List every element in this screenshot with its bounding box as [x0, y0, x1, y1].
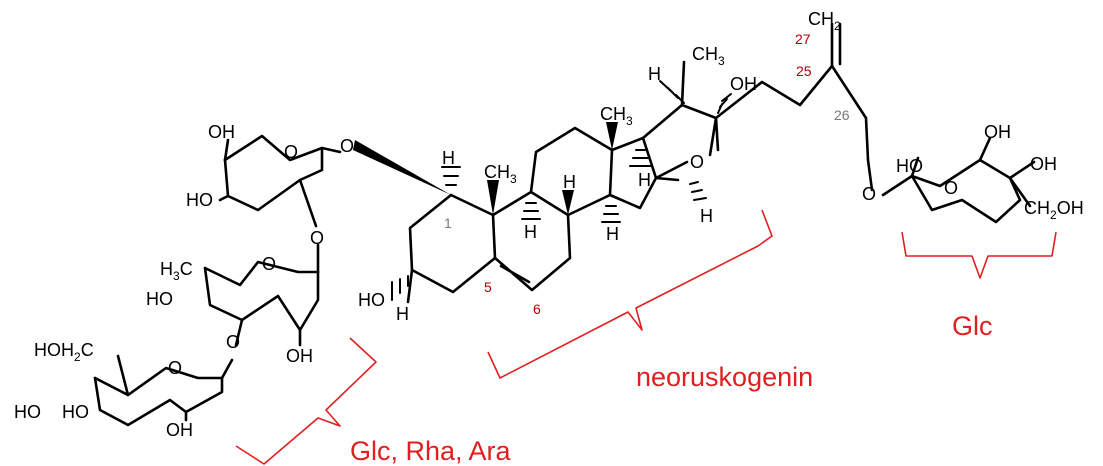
glcr-lower: [910, 174, 1022, 224]
label-ho-glc-2: HO: [62, 402, 89, 422]
ara-ho: [218, 194, 230, 202]
bond-16: [654, 176, 680, 182]
label-oh-rha: OH: [286, 346, 313, 366]
label-h-1: H: [442, 148, 455, 168]
rhamnose-ring: [203, 243, 320, 347]
arabinose-ring: [218, 134, 342, 228]
label-oh-glcr-1: OH: [984, 122, 1011, 142]
bond-3-h: [406, 268, 414, 304]
label-o-rha-ring: O: [262, 254, 276, 274]
label-o-ara-rha: O: [310, 228, 324, 248]
hashed-bond-22-oh: [717, 93, 732, 114]
ring-a: [408, 193, 497, 294]
ring-e-bottom: [654, 160, 689, 180]
ring-c: [529, 126, 614, 217]
locant-27: 27: [795, 31, 811, 47]
label-o-glcr-ring: O: [944, 178, 958, 198]
label-o-rha-glc: O: [226, 332, 240, 352]
hashed-bond-14b-h: [601, 205, 621, 223]
label-glc-right: Glc: [952, 311, 993, 341]
glcl-ch2oh: [116, 354, 130, 397]
rha-to-glc-o: [234, 318, 244, 347]
wedge-13-ch3: [606, 122, 618, 150]
wedge-8-h: [562, 190, 574, 215]
hashed-bond-3-oh: [391, 275, 409, 301]
glcl-lower: [93, 376, 224, 427]
locant-1: 1: [444, 215, 452, 231]
locant-25: 25: [796, 63, 812, 79]
label-ho-glc-1: HO: [14, 402, 41, 422]
label-h-16: H: [700, 206, 713, 226]
hashed-bond-1-h: [441, 166, 461, 186]
hashed-bond-20-h: [659, 80, 685, 104]
ara-oh: [223, 138, 230, 162]
label-hoh2c-glc: HOH2C: [34, 340, 94, 364]
label-o-glc-link: O: [862, 184, 876, 204]
steroid-core-bonds: [353, 22, 870, 304]
label-oh-22: OH: [730, 74, 757, 94]
ring-b: [491, 190, 572, 292]
label-ho-ara: HO: [186, 190, 213, 210]
glcr-oh1: [978, 136, 992, 162]
label-o-ara-link: O: [340, 136, 354, 156]
glucose-left-ring: [93, 354, 234, 427]
wedge-1-o: [353, 140, 451, 195]
brace-glc-right: [901, 231, 1057, 279]
annotations: neoruskogenin Glc Glc, Rha, Ara: [235, 209, 1057, 466]
label-ho-3: HO: [358, 290, 385, 310]
label-ch3-top: CH3: [692, 44, 725, 68]
hashed-bond-16-h: [689, 181, 707, 201]
ara-lower: [223, 146, 324, 212]
glcr-oh2: [1008, 160, 1036, 180]
hashed-bond-14-h: [629, 149, 653, 167]
label-h-3: H: [396, 304, 409, 324]
label-aglycone: neoruskogenin: [636, 362, 813, 392]
label-oh-ara-top: OH: [208, 122, 235, 142]
label-ch2-top: CH2: [808, 9, 841, 33]
label-o-ring-e: O: [690, 152, 704, 172]
glcr-ho: [910, 156, 920, 178]
label-ch3-19: CH3: [484, 162, 517, 186]
bond-20-ch3: [680, 60, 686, 107]
brace-aglycone: [487, 209, 773, 379]
rha-upper: [203, 260, 320, 287]
glcl-upper: [93, 366, 224, 397]
double-bond-5-6: [499, 264, 531, 284]
label-ho-glcr: HO: [896, 156, 923, 176]
label-h3c-rha: H3C: [160, 259, 193, 283]
ring-e-top: [641, 103, 718, 157]
rha-lower: [203, 266, 320, 332]
label-o-ara-ring: O: [284, 142, 298, 162]
glcl-to-o: [220, 358, 234, 380]
ring-e-o-bond: [714, 116, 720, 152]
label-ho-rha: HO: [146, 289, 173, 309]
label-ch2oh-glcr: CH2OH: [1024, 198, 1084, 222]
glucose-right-ring: [866, 136, 1036, 224]
label-h-9: H: [524, 222, 537, 242]
ara-to-o: [298, 178, 318, 228]
side-chain: [714, 64, 870, 162]
label-h-14: H: [638, 170, 651, 190]
hashed-bond-9-h: [521, 202, 541, 220]
bond-26-o: [866, 158, 874, 192]
label-h-14b: H: [606, 224, 619, 244]
locant-26: 26: [834, 107, 850, 123]
locant-5: 5: [484, 279, 492, 295]
brace-sugars-left: [235, 337, 377, 465]
label-sugars-left: Glc, Rha, Ara: [350, 436, 512, 466]
atom-labels: CH2 CH3 OH H CH3 H O H CH3 H H H H O O O…: [14, 9, 1084, 440]
label-h-20: H: [648, 64, 661, 84]
locant-numbers: 27 25 26 1 5 6: [444, 31, 850, 317]
label-oh-glc: OH: [166, 420, 193, 440]
label-o-glc-ring: O: [168, 358, 182, 378]
label-ch3-18: CH3: [600, 104, 633, 128]
wedge-10-ch3: [487, 180, 499, 215]
locant-6: 6: [533, 301, 541, 317]
label-oh-glcr-2: OH: [1030, 154, 1057, 174]
ara-upper: [223, 134, 342, 162]
label-h-8: H: [563, 172, 576, 192]
